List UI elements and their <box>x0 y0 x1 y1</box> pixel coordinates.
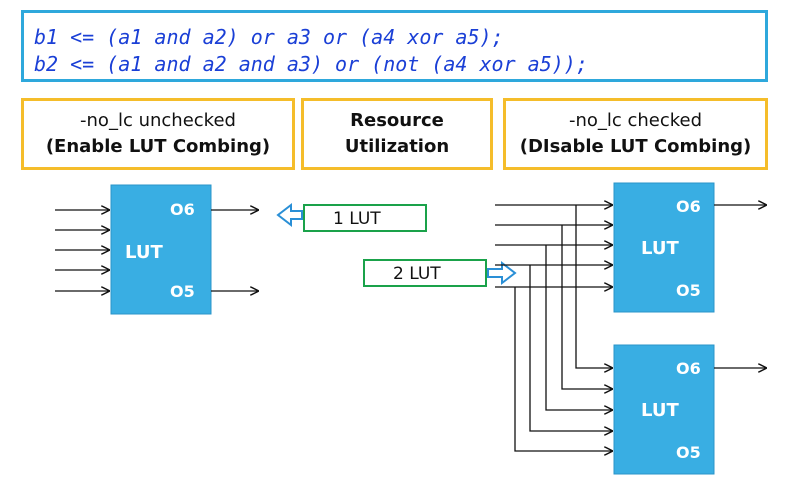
header-right-line2: (DIsable LUT Combing) <box>519 136 752 157</box>
hollow-arrow-left-icon <box>276 202 303 228</box>
branch-a5 <box>514 287 612 451</box>
header-right-line1: -no_lc checked <box>568 110 703 131</box>
util-box-1-lut <box>303 204 427 232</box>
hollow-arrow-right-icon <box>487 260 517 286</box>
header-left-line2: (Enable LUT Combing) <box>45 136 271 157</box>
branch-a4 <box>529 265 612 431</box>
left-lut <box>110 184 212 315</box>
left-lut-block: LUT O6 O5 <box>55 184 258 315</box>
right-lut-bottom-label: LUT <box>641 400 679 421</box>
header-disable-lut-combining: -no_lc checked (DIsable LUT Combing) <box>503 98 768 170</box>
right-lut-network <box>495 205 612 451</box>
header-left-line1: -no_lc unchecked <box>80 110 236 131</box>
util-box-2-lut <box>363 259 487 287</box>
branch-a1 <box>575 205 612 368</box>
code-line-b1: b1 <= (a1 and a2) or a3 or (a4 xor a5); <box>34 25 504 49</box>
right-lut-bottom-o5-label: O5 <box>676 443 701 462</box>
header-resource-utilization: Resource Utilization <box>301 98 493 170</box>
right-lut-top-o6-label: O6 <box>676 197 701 216</box>
right-lut-top-o5-label: O5 <box>676 281 701 300</box>
right-lut-bottom-block: LUT O6 O5 <box>613 344 766 475</box>
util-label-2-lut: 2 LUT <box>393 264 441 284</box>
right-lut-bottom-o6-label: O6 <box>676 359 701 378</box>
left-lut-o5-label: O5 <box>170 282 195 301</box>
right-lut-bottom <box>613 344 715 475</box>
right-lut-top-label: LUT <box>641 238 679 259</box>
header-enable-lut-combining: -no_lc unchecked (Enable LUT Combing) <box>21 98 295 170</box>
left-lut-label: LUT <box>125 242 163 263</box>
vhdl-code-box: b1 <= (a1 and a2) or a3 or (a4 xor a5); … <box>21 10 768 82</box>
right-lut-top <box>613 182 715 313</box>
util-label-1-lut: 1 LUT <box>333 209 381 229</box>
utilization-1-lut: 1 LUT <box>276 202 427 232</box>
header-middle-line2: Utilization <box>344 136 450 157</box>
code-line-b2: b2 <= (a1 and a2 and a3) or (not (a4 xor… <box>34 52 588 76</box>
left-lut-o6-label: O6 <box>170 200 195 219</box>
header-middle-line1: Resource <box>350 110 444 131</box>
branch-a3 <box>545 245 612 410</box>
right-lut-top-block: LUT O6 O5 <box>613 182 766 313</box>
utilization-2-lut: 2 LUT <box>363 259 517 287</box>
branch-a2 <box>561 225 612 389</box>
